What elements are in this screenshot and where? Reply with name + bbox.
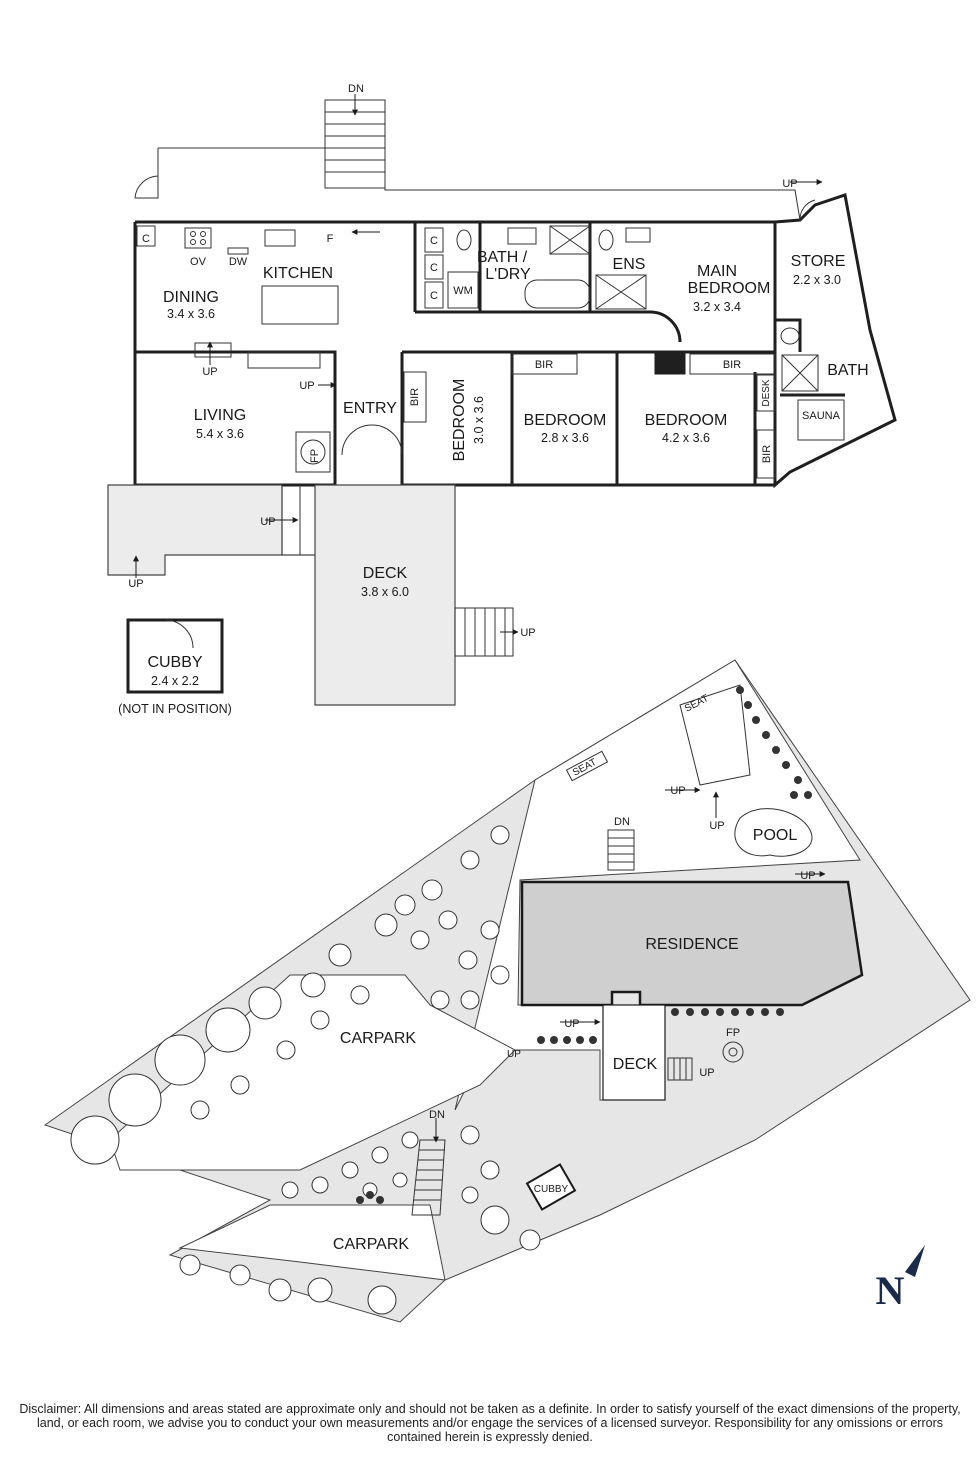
kitchen-label: KITCHEN: [263, 265, 333, 282]
bedroom2-label: BEDROOM: [524, 412, 607, 429]
north-label: N: [876, 1268, 905, 1313]
rear-wing: UP: [780, 178, 845, 441]
stair-to-carpark: DN: [411, 1109, 446, 1216]
floor-plan: DN C OV DW F C C C: [107, 83, 897, 716]
deck-stairs-right: UP: [454, 607, 536, 657]
living-features: FP UP UP: [194, 341, 403, 473]
site-cubby-label: CUBBY: [534, 1184, 569, 1195]
svg-text:BIR: BIR: [723, 359, 741, 371]
main-bedroom-label-2: BEDROOM: [688, 280, 771, 297]
linen-cupboards: C C C WM: [424, 227, 479, 309]
bath-label: BATH: [827, 362, 868, 379]
main-bedroom-dim: 3.2 x 3.4: [693, 300, 741, 314]
svg-text:BIR: BIR: [535, 359, 553, 371]
residence-label: RESIDENCE: [645, 936, 738, 953]
stairs-down-top: DN: [324, 83, 386, 189]
site-plan: SEAT SEAT POOL UP UP DN RESIDENCE UP DEC…: [43, 659, 971, 1323]
ens-label: ENS: [613, 256, 646, 273]
pool-label: POOL: [753, 827, 798, 844]
hedge-row: [537, 1008, 784, 1044]
residence: [520, 880, 864, 1007]
svg-text:UP: UP: [202, 366, 217, 378]
oven-label: OV: [190, 256, 207, 268]
svg-text:C: C: [430, 235, 438, 247]
cubby-label: CUBBY: [147, 654, 202, 671]
cubby-dim: 2.4 x 2.2: [151, 674, 199, 688]
svg-text:UP: UP: [782, 178, 797, 190]
svg-text:UP: UP: [800, 870, 815, 882]
entry-label: ENTRY: [343, 400, 397, 417]
living-dim: 5.4 x 3.6: [196, 427, 244, 441]
deck-label: DECK: [363, 565, 408, 582]
fire-pit-label: FP: [726, 1027, 740, 1039]
kitchen-island: [261, 285, 339, 325]
svg-text:C: C: [430, 262, 438, 274]
svg-text:C: C: [430, 290, 438, 302]
shrubs: [356, 686, 812, 1204]
carpark-2: [178, 1204, 446, 1281]
fireplace-label: FP: [309, 449, 321, 463]
washing-machine-label: WM: [453, 285, 473, 297]
svg-text:DN: DN: [614, 816, 630, 828]
store-label: STORE: [791, 253, 846, 270]
site-cubby: [525, 1163, 577, 1211]
bedroom3-label: BEDROOM: [645, 412, 728, 429]
svg-text:UP: UP: [128, 578, 143, 590]
interior-walls: [402, 222, 845, 485]
cubby-note: (NOT IN POSITION): [118, 702, 232, 716]
dn-label: DN: [348, 83, 364, 95]
site-deck: [602, 1004, 666, 1101]
svg-text:UP: UP: [507, 1049, 521, 1060]
built-in-robes: BIR BIR BIR DESK BIR: [403, 353, 776, 479]
dishwasher-label: DW: [229, 256, 248, 268]
svg-text:UP: UP: [299, 380, 314, 392]
bedroom1-dim: 3.0 x 3.6: [472, 396, 486, 444]
carpark-label-1: CARPARK: [340, 1030, 416, 1047]
bedroom2-dim: 2.8 x 3.6: [541, 431, 589, 445]
kitchen-fixtures: C OV DW F: [136, 225, 380, 268]
bedroom1-label: BEDROOM: [451, 379, 468, 462]
svg-text:UP: UP: [709, 820, 724, 832]
house-outer-wall: [133, 193, 897, 489]
svg-text:UP: UP: [564, 1018, 579, 1030]
seat-area: [679, 684, 751, 786]
bedroom3-dim: 4.2 x 3.6: [662, 431, 710, 445]
cupboard-label: C: [142, 233, 150, 245]
svg-text:DN: DN: [429, 1109, 445, 1121]
dining-label: DINING: [163, 289, 219, 306]
site-deck-label: DECK: [613, 1056, 658, 1073]
verandah-outline: [135, 147, 801, 221]
property-plan: DN C OV DW F C C C: [43, 83, 971, 1323]
stair-to-pool: [607, 829, 635, 871]
svg-text:UP: UP: [670, 785, 685, 797]
carpark-label-2: CARPARK: [333, 1236, 409, 1253]
svg-text:DESK: DESK: [761, 379, 772, 407]
bath-ldry-label-2: L'DRY: [485, 266, 531, 283]
pool: [734, 808, 813, 857]
dining-dim: 3.4 x 3.6: [167, 307, 215, 321]
disclaimer-text: Disclaimer: All dimensions and areas sta…: [19, 1402, 961, 1444]
sauna-label: SAUNA: [802, 410, 841, 422]
living-label: LIVING: [194, 407, 246, 424]
seat-1: [565, 750, 609, 782]
bathroom-fixtures: [456, 225, 651, 310]
svg-text:BIR: BIR: [409, 388, 421, 406]
store-dim: 2.2 x 3.0: [793, 273, 841, 287]
north-arrow-icon: N: [876, 1245, 930, 1313]
fire-pit: [722, 1041, 744, 1063]
trees: [70, 825, 541, 1315]
main-bedroom-label-1: MAIN: [697, 263, 737, 280]
svg-text:UP: UP: [520, 627, 535, 639]
bath-ldry-label-1: BATH /: [477, 249, 528, 266]
front-door-swing: [134, 175, 159, 199]
svg-text:UP: UP: [699, 1067, 714, 1079]
fridge-label: F: [327, 233, 334, 245]
cubby-floor-plan: CUBBY 2.4 x 2.2 (NOT IN POSITION): [118, 618, 232, 716]
deck-dim: 3.8 x 6.0: [361, 585, 409, 599]
svg-text:UP: UP: [260, 516, 275, 528]
svg-text:BIR: BIR: [761, 445, 773, 463]
